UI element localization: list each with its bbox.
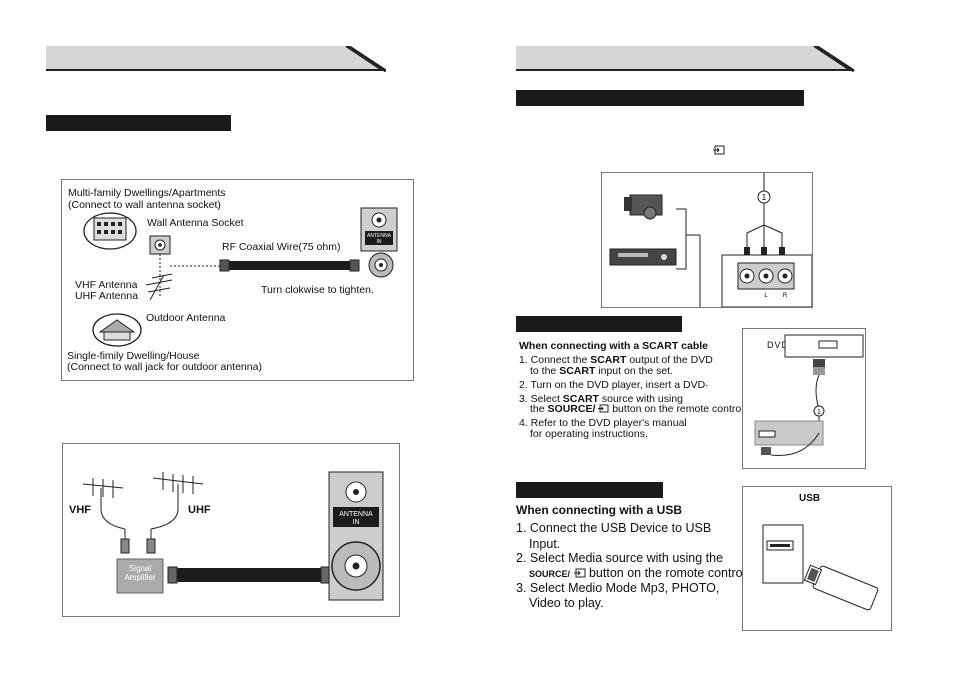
label-l: L bbox=[764, 293, 768, 299]
turn-clockwise-label: Turn clokwise to tighten. bbox=[261, 284, 374, 296]
scart-step-1b: to the SCART input on the set. bbox=[530, 365, 674, 377]
antenna-in-text-1: ANTENNA bbox=[367, 233, 392, 239]
usb-step-1b: Input. bbox=[529, 537, 561, 551]
antenna-in-text-2: IN bbox=[377, 239, 382, 245]
antenna-in-text-3: ANTENNA bbox=[339, 511, 373, 518]
source-icon bbox=[598, 404, 609, 413]
multi-family-note: (Connect to wall antenna socket) bbox=[68, 199, 221, 211]
av-marker: 1 bbox=[762, 193, 767, 202]
antenna-connection-diagram: Multi-family Dwellings/Apartments (Conne… bbox=[61, 179, 414, 381]
usb-step-2b: SOURCE/ button on the romote control. bbox=[529, 566, 749, 580]
rf-wire-label: RF Coaxial Wire(75 ohm) bbox=[222, 241, 341, 253]
single-family-label: Single-fimily Dwelling/House bbox=[67, 350, 200, 362]
antenna-in-text-4: IN bbox=[353, 519, 360, 526]
right-section-bar-1 bbox=[516, 90, 804, 106]
vhf-label: VHF bbox=[69, 504, 91, 516]
scart-step-4b: for operating instructions. bbox=[530, 428, 648, 440]
scart-step-4: 4. Refer to the DVD player's manual bbox=[519, 417, 687, 429]
usb-diagram-drawing bbox=[762, 524, 879, 611]
antenna-diagram-drawing: ANTENNA IN bbox=[83, 207, 398, 347]
scart-step-1: 1. Connect the SCART output of the DVD bbox=[519, 354, 713, 366]
right-section-bar-3 bbox=[516, 482, 663, 498]
uhf-label: UHF bbox=[188, 504, 211, 516]
usb-heading: When connecting with a USB bbox=[516, 503, 683, 517]
left-section-bar bbox=[46, 115, 231, 131]
multi-family-label: Multi-family Dwellings/Apartments bbox=[68, 187, 226, 199]
source-icon bbox=[713, 145, 725, 155]
dvd-label: DVD bbox=[767, 340, 790, 350]
scart-step-3: 3. Select SCART source with using bbox=[519, 393, 683, 405]
outdoor-antenna-label: Outdoor Antenna bbox=[146, 312, 226, 324]
usb-step-1: 1. Connect the USB Device to USB bbox=[516, 521, 712, 535]
av-diagram-drawing: 1 L R bbox=[609, 173, 812, 307]
scart-diagram-drawing: 1 bbox=[754, 334, 864, 457]
usb-step-3: 3. Select Medio Mode Mp3, PHOTO, bbox=[516, 581, 720, 595]
av-connection-diagram: 1 L R bbox=[601, 172, 813, 308]
scart-marker: 1 bbox=[817, 409, 821, 416]
usb-step-2: 2. Select Media source with using the bbox=[516, 551, 724, 565]
scart-heading: When connecting with a SCART cable bbox=[519, 340, 709, 352]
single-family-note: (Connect to wall jack for outdoor antenn… bbox=[67, 361, 262, 373]
label-r: R bbox=[783, 293, 788, 299]
amplifier-connection-diagram: ANTENNA IN VHF UHF Signal Amplifier bbox=[62, 443, 400, 617]
scart-step-2: 2. Turn on the DVD player, insert a DVD· bbox=[519, 379, 709, 391]
amplifier-diagram-drawing: ANTENNA IN bbox=[82, 471, 384, 601]
scart-diagram: DVD 1 bbox=[742, 328, 866, 469]
right-header-tab bbox=[516, 46, 855, 72]
uhf-antenna-label: UHF Antenna bbox=[75, 290, 139, 302]
left-header-tab bbox=[46, 46, 386, 72]
right-section-bar-2 bbox=[516, 316, 682, 332]
usb-step-3b: Video to play. bbox=[529, 596, 604, 610]
wall-socket-label: Wall Antenna Socket bbox=[147, 217, 244, 229]
scart-step-3b: the SOURCE/ button on the remote control… bbox=[530, 403, 747, 415]
usb-panel-label: USB bbox=[799, 493, 821, 504]
signal-amplifier-label: Signal Amplifier bbox=[124, 564, 156, 583]
vhf-antenna-label: VHF Antenna bbox=[75, 279, 138, 291]
source-icon bbox=[573, 568, 585, 578]
usb-diagram: USB bbox=[742, 486, 892, 631]
